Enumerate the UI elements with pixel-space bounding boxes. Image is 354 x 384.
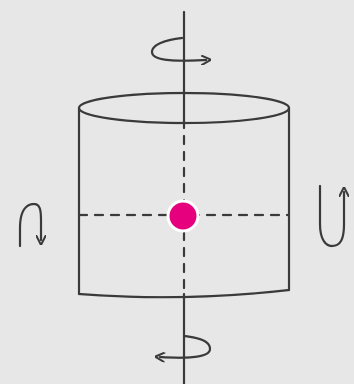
bottom-rotation-path: [160, 334, 212, 358]
rotation-arrow-up-icon: [318, 184, 344, 248]
top-rotation-path: [150, 36, 206, 61]
rotation-arrow-down-icon: [18, 202, 41, 248]
left-rotation-path: [18, 202, 41, 248]
rotation-arrow-left-icon: [160, 334, 212, 358]
right-rotation-path: [318, 184, 344, 248]
rotation-arrow-right-icon: [150, 36, 206, 61]
center-point-marker: [166, 199, 200, 233]
